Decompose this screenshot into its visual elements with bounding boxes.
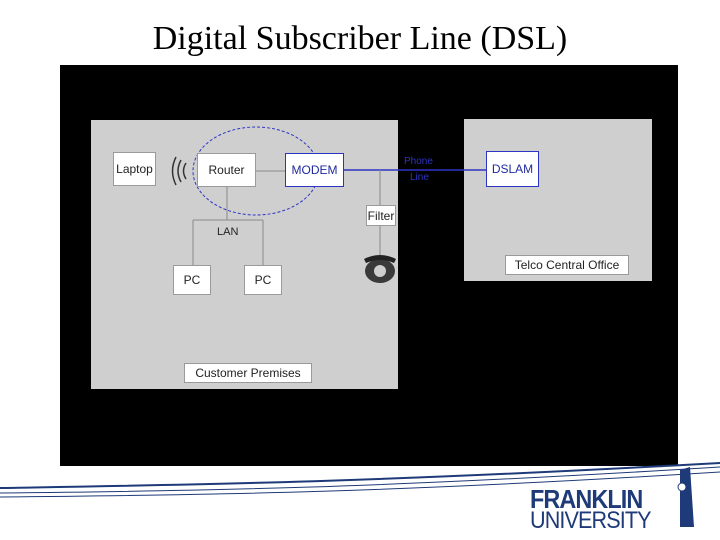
footer (0, 455, 720, 540)
telco-office-panel (464, 119, 652, 281)
modem-node: MODEM (285, 153, 344, 187)
customer-premises-label: Customer Premises (184, 363, 312, 383)
telephone-icon (364, 255, 396, 283)
wifi-arc-2 (177, 159, 182, 183)
wifi-arc-1 (182, 162, 187, 180)
connection-lines (171, 126, 486, 283)
pc2-node: PC (244, 265, 282, 295)
phone-line-label-2: Line (410, 172, 429, 183)
telco-office-label: Telco Central Office (505, 255, 629, 275)
router-node: Router (197, 153, 256, 187)
phone-line-label-1: Phone (404, 156, 433, 167)
wifi-arc-3 (171, 156, 177, 186)
dslam-node: DSLAM (486, 151, 539, 187)
logo-line2: UNIVERSITY (530, 507, 652, 534)
pc1-node: PC (173, 265, 211, 295)
footer-swoosh (0, 462, 720, 527)
logo-line1: FRANKLIN (530, 484, 643, 514)
slide-title: Digital Subscriber Line (DSL) (152, 20, 568, 57)
dsl-diagram: Laptop Router MODEM Filter DSLAM PC PC L… (60, 65, 678, 466)
filter-node: Filter (366, 205, 396, 226)
lan-label: LAN (217, 226, 239, 238)
laptop-node: Laptop (113, 152, 156, 186)
